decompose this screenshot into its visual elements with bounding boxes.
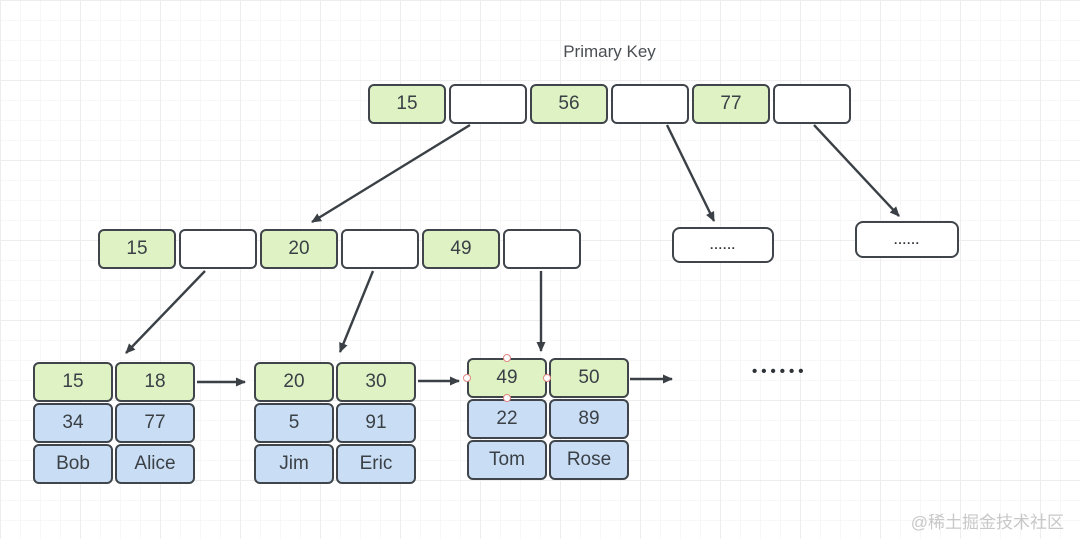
arrow-root-to-internal [311,123,471,224]
leaf-value-cell[interactable]: 34 [33,403,113,443]
watermark: @稀土掘金技术社区 [910,513,1064,532]
leaf-node-2: 20 30 5 91 Jim Eric [254,362,416,484]
root-key-cell[interactable]: 77 [692,84,770,124]
ellipsis-node[interactable]: ...... [672,227,774,263]
internal-pointer-cell[interactable] [341,229,419,269]
leaf-value-cell[interactable]: 77 [115,403,195,443]
root-key-cell[interactable]: 56 [530,84,608,124]
continuation-dots: •••••• [752,363,808,380]
arrow-root-to-ellipsis-1 [665,124,716,222]
root-node: 15 56 77 [368,84,851,124]
leaf-value-cell[interactable]: 5 [254,403,334,443]
internal-key-cell[interactable]: 15 [98,229,176,269]
root-pointer-cell[interactable] [773,84,851,124]
leaf-key-cell[interactable]: 30 [336,362,416,402]
root-pointer-cell[interactable] [449,84,527,124]
leaf-name-cell[interactable]: Eric [336,444,416,484]
selection-handle[interactable] [503,394,511,402]
leaf-name-cell[interactable]: Tom [467,440,547,480]
selection-handle[interactable] [543,374,551,382]
internal-key-cell[interactable]: 20 [260,229,338,269]
diagram-title: Primary Key [563,42,656,61]
leaf-key-cell[interactable]: 50 [549,358,629,398]
arrow-root-to-ellipsis-2 [813,124,900,217]
leaf-value-cell[interactable]: 89 [549,399,629,439]
leaf-name-cell[interactable]: Rose [549,440,629,480]
arrow-internal-to-leaf-2 [338,270,375,353]
selection-handle[interactable] [463,374,471,382]
leaf-key-cell[interactable]: 18 [115,362,195,402]
arrow-internal-to-leaf-1 [125,270,206,354]
leaf-name-cell[interactable]: Jim [254,444,334,484]
internal-pointer-cell[interactable] [179,229,257,269]
leaf-name-cell[interactable]: Alice [115,444,195,484]
leaf-value-cell[interactable]: 22 [467,399,547,439]
internal-key-cell[interactable]: 49 [422,229,500,269]
root-key-cell[interactable]: 15 [368,84,446,124]
internal-pointer-cell[interactable] [503,229,581,269]
leaf-value-cell[interactable]: 91 [336,403,416,443]
leaf-key-cell[interactable]: 15 [33,362,113,402]
leaf-key-cell[interactable]: 20 [254,362,334,402]
ellipsis-node[interactable]: ...... [855,221,959,258]
root-pointer-cell[interactable] [611,84,689,124]
internal-node: 15 20 49 [98,229,581,269]
leaf-node-1: 15 18 34 77 Bob Alice [33,362,195,484]
selection-handle[interactable] [503,354,511,362]
leaf-name-cell[interactable]: Bob [33,444,113,484]
leaf-key-cell[interactable]: 49 [467,358,547,398]
